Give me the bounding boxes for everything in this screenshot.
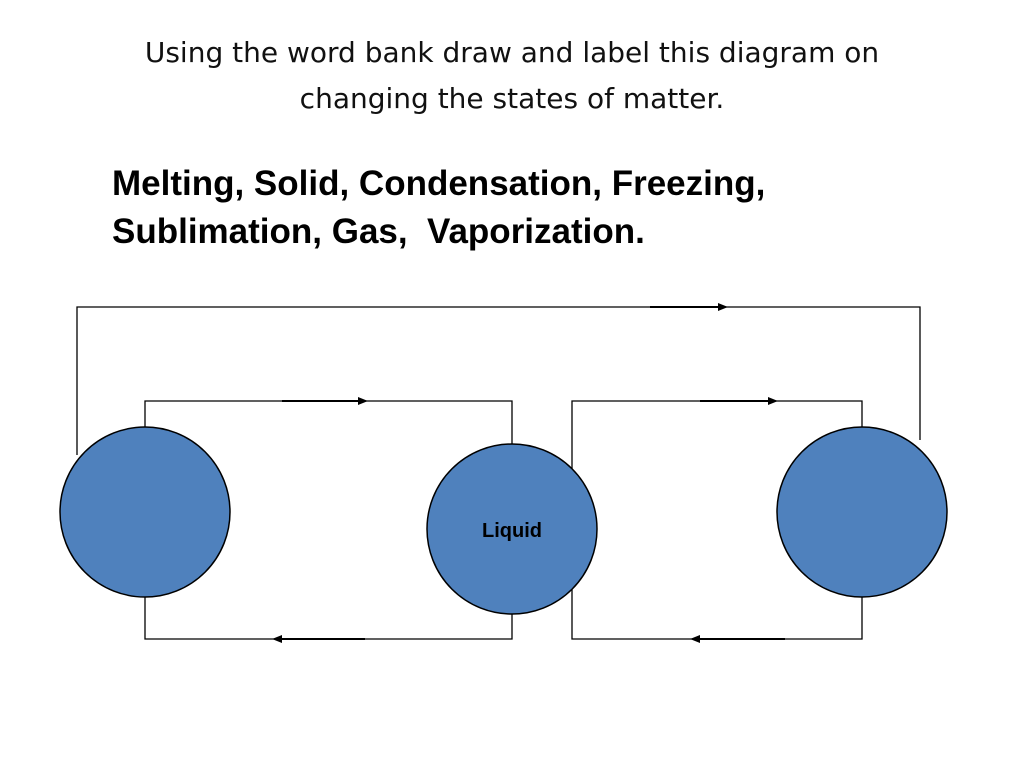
connector-sublimation-path — [76, 306, 921, 455]
state-circle-left — [59, 426, 231, 598]
arrow-left-backward — [272, 635, 365, 643]
word-bank: Melting, Solid, Condensation, Freezing, … — [112, 160, 932, 256]
arrow-sublimation — [650, 303, 728, 311]
state-label-liquid: Liquid — [482, 520, 542, 542]
title-line-1: Using the word bank draw and label this … — [144, 36, 880, 69]
connector-left-top-path — [144, 400, 513, 444]
state-circle-right — [776, 426, 948, 598]
connector-right-bottom-path — [571, 589, 863, 640]
state-circle-liquid — [426, 443, 598, 615]
arrow-right-backward — [690, 635, 785, 643]
arrow-right-forward — [700, 397, 778, 405]
arrow-markers — [272, 303, 785, 643]
arrow-left-forward — [282, 397, 368, 405]
slide-title: Using the word bank draw and label this … — [0, 30, 1024, 122]
word-bank-line-1: Melting, Solid, Condensation, Freezing, — [112, 164, 766, 203]
connector-left-bottom-path — [144, 597, 513, 640]
title-line-2: changing the states of matter. — [299, 82, 725, 115]
word-bank-line-2: Sublimation, Gas, Vaporization. — [112, 212, 645, 251]
